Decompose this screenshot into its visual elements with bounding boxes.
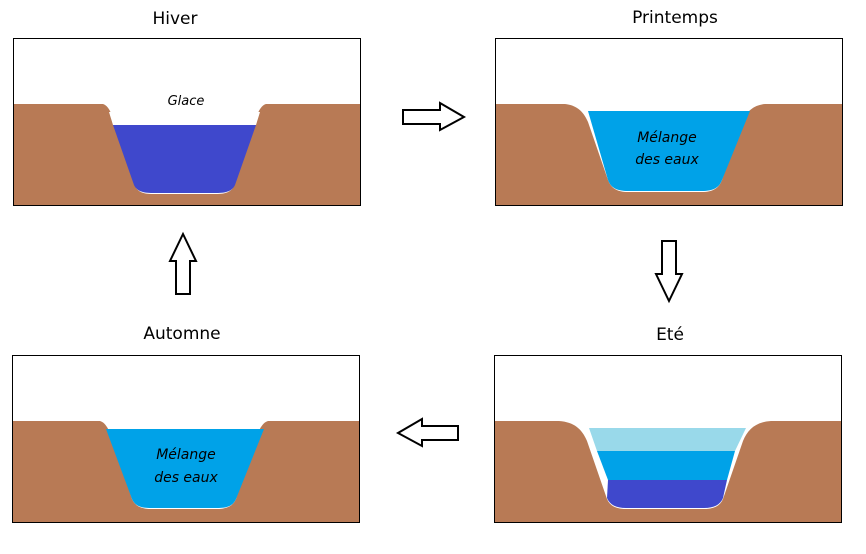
dense-water [113,125,256,193]
arrow-down-icon [654,240,684,304]
label-ice: Glace [168,94,205,109]
warm-water-layer [589,428,746,451]
arrow-right-icon [402,101,467,132]
mixed-water [106,429,264,508]
arrow-up-icon [168,231,198,295]
dense-water-layer [607,480,727,508]
mixed-water-layer [597,451,735,480]
ice-layer [109,112,260,125]
title-autumn: Automne [143,324,221,344]
title-spring: Printemps [632,8,718,28]
panel-winter: Glace [13,38,361,206]
arrow-left-icon [395,417,459,448]
panel-autumn: Mélange des eaux [12,355,360,523]
panel-spring: Mélange des eaux [495,38,843,206]
label-mix-line1: Mélange [156,447,216,463]
panel-summer [494,355,842,523]
title-winter: Hiver [152,9,198,29]
label-mix-line1: Mélange [637,130,697,146]
mixed-water [588,111,750,191]
label-mix-line2: des eaux [635,152,699,168]
label-mix-line2: des eaux [154,470,218,486]
title-summer: Eté [656,325,684,345]
